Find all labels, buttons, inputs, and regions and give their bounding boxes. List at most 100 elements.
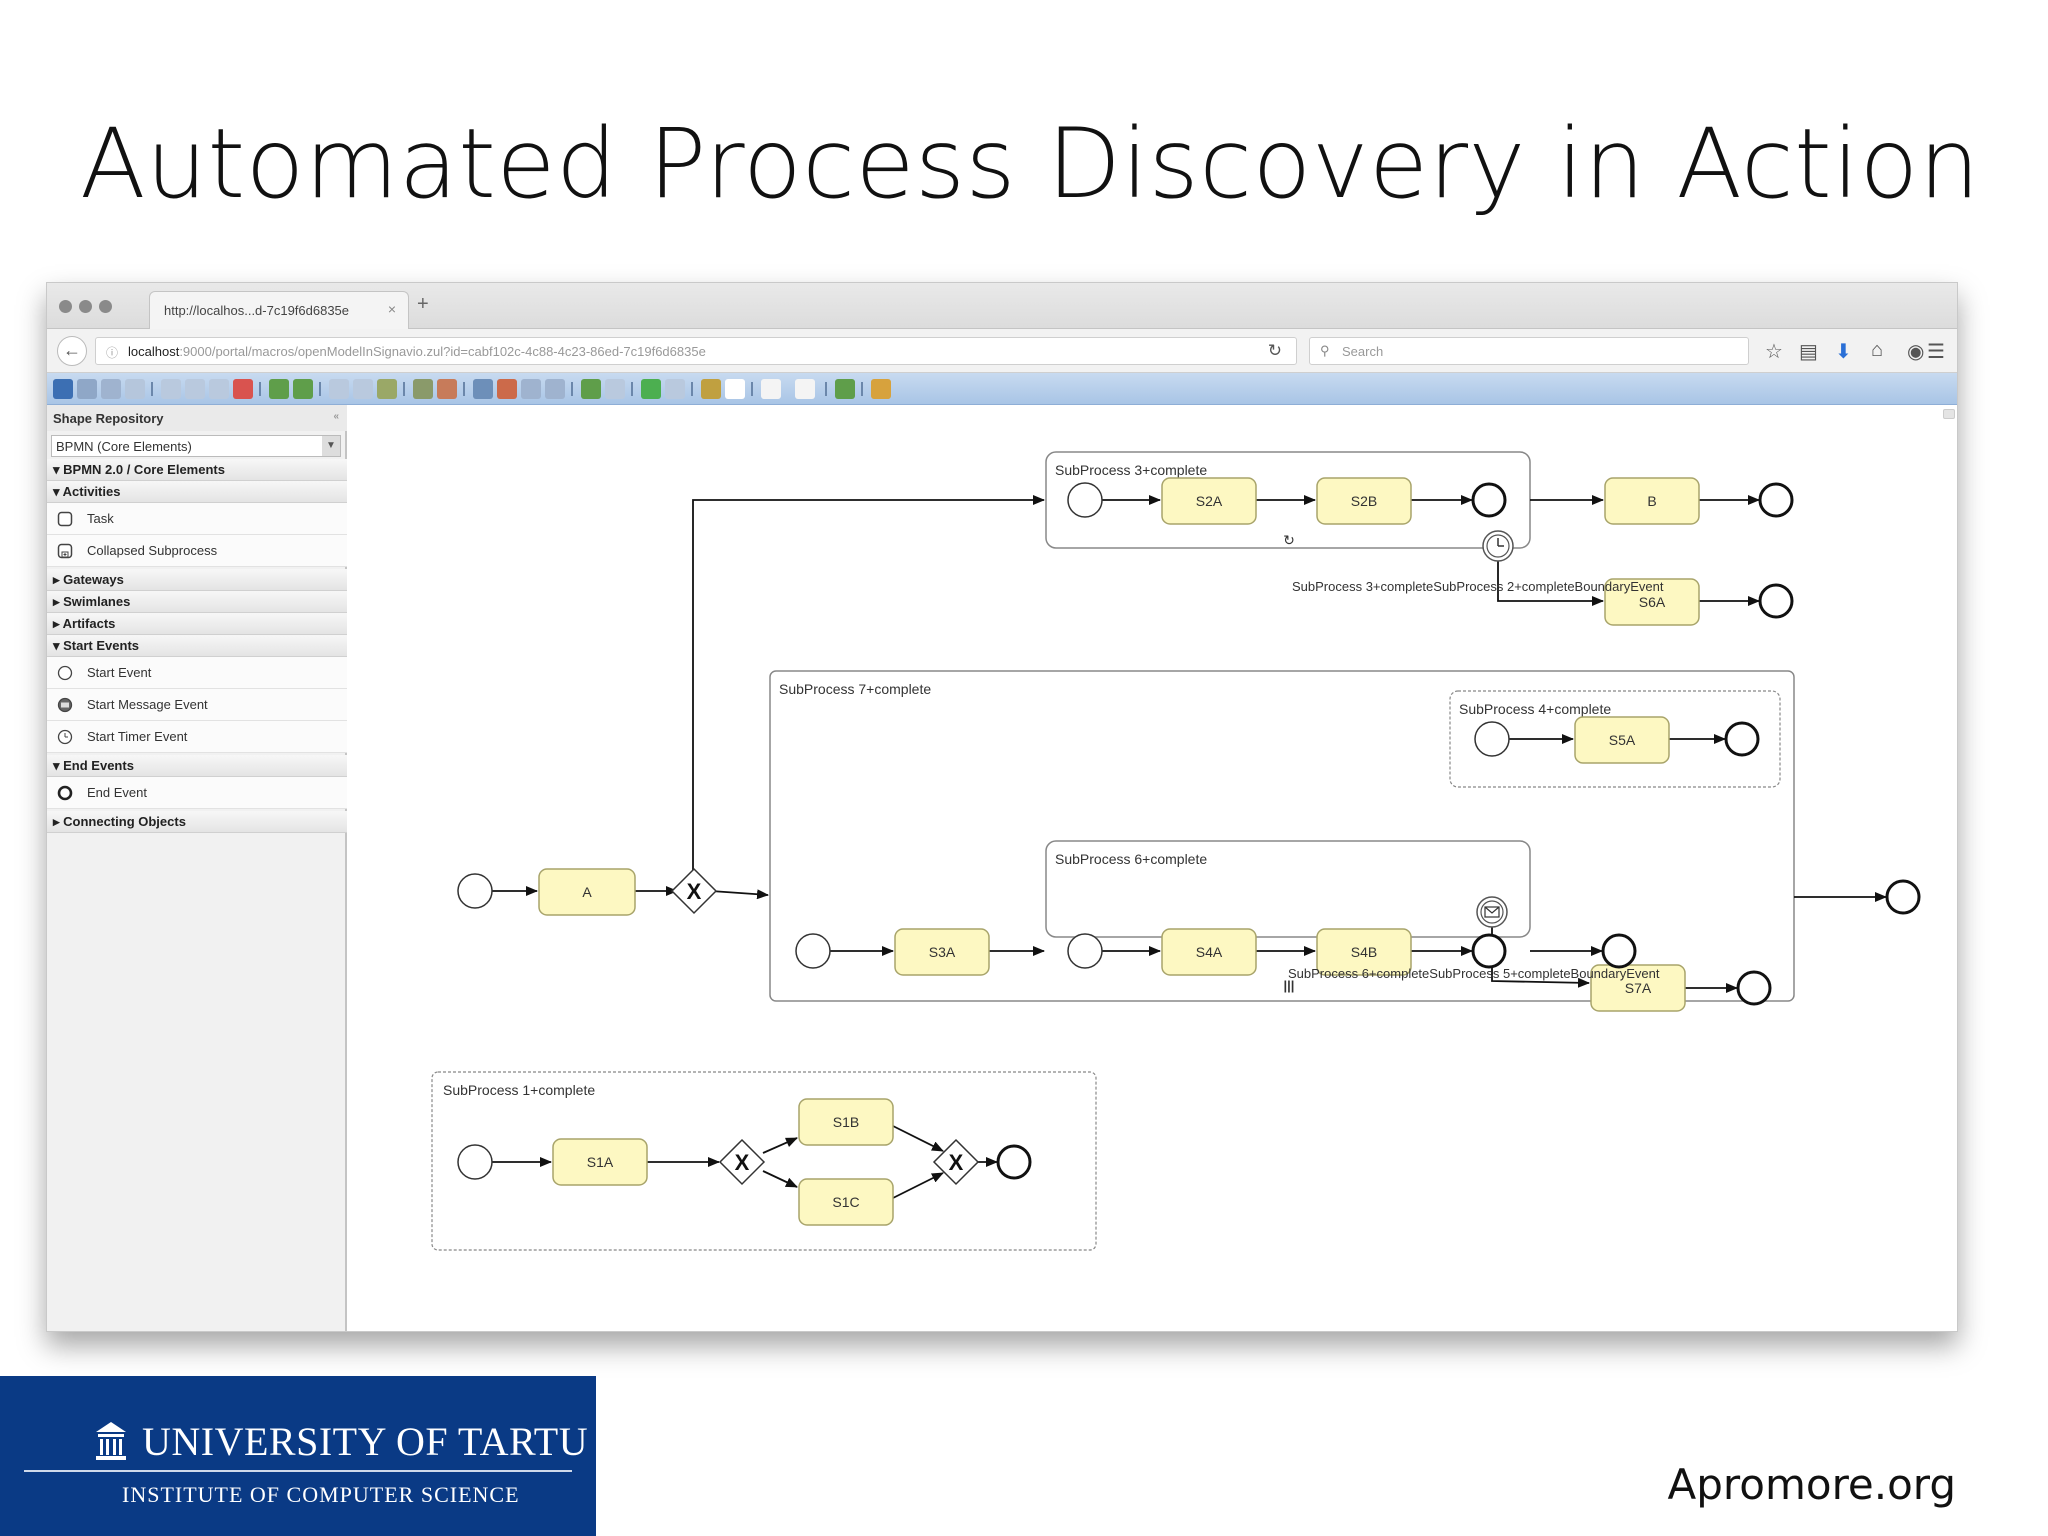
group-start-events[interactable]: ▾ Start Events: [47, 635, 347, 657]
window-zoom-dot[interactable]: [99, 300, 112, 313]
subprocess-6-box[interactable]: [1045, 840, 1531, 938]
search-input[interactable]: ⚲ Search: [1309, 337, 1749, 365]
reading-list-icon[interactable]: ▤: [1799, 341, 1818, 363]
export-icon[interactable]: [125, 379, 145, 399]
group-connecting-objects[interactable]: ▸ Connecting Objects: [47, 811, 347, 833]
download-icon[interactable]: ⬇: [1835, 341, 1852, 363]
task-S7A[interactable]: S7A: [1590, 964, 1686, 1012]
zoom-fit-icon[interactable]: [521, 379, 541, 399]
copy-icon[interactable]: [185, 379, 205, 399]
task-S1B[interactable]: S1B: [798, 1098, 894, 1146]
settings-icon[interactable]: [665, 379, 685, 399]
group-end-events[interactable]: ▾ End Events: [47, 755, 347, 777]
layout-icon[interactable]: [605, 379, 625, 399]
end-event[interactable]: [1724, 721, 1760, 757]
chevron-down-icon[interactable]: ▼: [322, 436, 340, 456]
xor-gateway[interactable]: X: [670, 867, 718, 915]
menu-icon[interactable]: ☰: [1927, 341, 1945, 363]
group-artifacts[interactable]: ▸ Artifacts: [47, 613, 347, 635]
start-event[interactable]: [1067, 482, 1103, 518]
home-icon[interactable]: ⌂: [1871, 339, 1884, 361]
start-event[interactable]: [457, 1144, 493, 1180]
puzzle-icon[interactable]: [835, 379, 855, 399]
start-event[interactable]: [1067, 933, 1103, 969]
task-S4B[interactable]: S4B: [1316, 928, 1412, 976]
shape-task[interactable]: Task: [47, 503, 347, 535]
shape-collapsed-subprocess[interactable]: Collapsed Subprocess: [47, 535, 347, 567]
shape-start-message-event[interactable]: Start Message Event: [47, 689, 347, 721]
group-bpmn-core[interactable]: ▾ BPMN 2.0 / Core Elements: [47, 459, 347, 481]
save-as-icon[interactable]: [77, 379, 97, 399]
info-icon[interactable]: ⓘ: [106, 346, 119, 360]
shape-end-event[interactable]: End Event: [47, 777, 347, 809]
edit-icon[interactable]: [871, 379, 891, 399]
start-event[interactable]: [795, 933, 831, 969]
end-event[interactable]: [1471, 482, 1507, 518]
document-icon[interactable]: [761, 379, 781, 399]
back-arrow-icon[interactable]: ←: [57, 336, 87, 366]
zoom-reset-icon[interactable]: [545, 379, 565, 399]
shape-start-event[interactable]: Start Event: [47, 657, 347, 689]
group-activities[interactable]: ▾ Activities: [47, 481, 347, 503]
task-A[interactable]: A: [538, 868, 636, 916]
cut-icon[interactable]: [161, 379, 181, 399]
task-S3A[interactable]: S3A: [894, 928, 990, 976]
task-B[interactable]: B: [1604, 477, 1700, 525]
window-minimize-dot[interactable]: [79, 300, 92, 313]
task-S6A[interactable]: S6A: [1604, 578, 1700, 626]
group-icon[interactable]: [377, 379, 397, 399]
end-event[interactable]: [1885, 879, 1921, 915]
bookmark-star-icon[interactable]: ☆: [1765, 341, 1783, 363]
end-event[interactable]: [1736, 970, 1772, 1006]
browser-tab[interactable]: http://localhos...d-7c19f6d6835e ×: [149, 291, 409, 329]
task-A-label: A: [582, 884, 592, 900]
zoom-in-icon[interactable]: [473, 379, 493, 399]
tab-close-icon[interactable]: ×: [387, 301, 396, 317]
print-icon[interactable]: [101, 379, 121, 399]
url-field[interactable]: ⓘ localhost:9000/portal/macros/openModel…: [95, 337, 1297, 365]
collapse-panel-icon[interactable]: «: [333, 411, 339, 422]
shape-icon[interactable]: [413, 379, 433, 399]
end-event[interactable]: [996, 1144, 1032, 1180]
task-S1A[interactable]: S1A: [552, 1138, 648, 1186]
validate-icon[interactable]: [581, 379, 601, 399]
target-icon[interactable]: [725, 379, 745, 399]
new-tab-button[interactable]: +: [417, 293, 429, 315]
undo-icon[interactable]: [269, 379, 289, 399]
task-S2A[interactable]: S2A: [1161, 477, 1257, 525]
distribute-icon[interactable]: [353, 379, 373, 399]
rainbow-icon[interactable]: [701, 379, 721, 399]
task-S4A[interactable]: S4A: [1161, 928, 1257, 976]
task-S5A[interactable]: S5A: [1574, 716, 1670, 764]
timer-boundary-event[interactable]: [1482, 530, 1514, 562]
task-S1C[interactable]: S1C: [798, 1178, 894, 1226]
message-boundary-event[interactable]: [1476, 896, 1508, 928]
end-event[interactable]: [1758, 583, 1794, 619]
start-event[interactable]: [1474, 721, 1510, 757]
canvas-scroll-handle[interactable]: [1943, 409, 1955, 419]
diagram-canvas[interactable]: SubProcess 3+complete SubProcess 7+compl…: [349, 405, 1957, 1331]
pocket-icon[interactable]: ◉: [1907, 341, 1925, 363]
task-S2B[interactable]: S2B: [1316, 477, 1412, 525]
zoom-out-icon[interactable]: [497, 379, 517, 399]
color-icon[interactable]: [437, 379, 457, 399]
end-event[interactable]: [1601, 933, 1637, 969]
xor-gateway[interactable]: X: [932, 1138, 980, 1186]
paste-icon[interactable]: [209, 379, 229, 399]
end-event[interactable]: [1758, 482, 1794, 518]
delete-icon[interactable]: [233, 379, 253, 399]
start-event[interactable]: [457, 873, 493, 909]
xor-gateway[interactable]: X: [718, 1138, 766, 1186]
group-swimlanes[interactable]: ▸ Swimlanes: [47, 591, 347, 613]
align-icon[interactable]: [329, 379, 349, 399]
group-gateways[interactable]: ▸ Gateways: [47, 569, 347, 591]
reload-icon[interactable]: ↻: [1267, 341, 1282, 360]
shape-start-timer-event[interactable]: Start Timer Event: [47, 721, 347, 753]
save-icon[interactable]: [53, 379, 73, 399]
end-event[interactable]: [1471, 933, 1507, 969]
redo-icon[interactable]: [293, 379, 313, 399]
simulate-icon[interactable]: [641, 379, 661, 399]
stencil-set-select[interactable]: BPMN (Core Elements) ▼: [51, 435, 341, 457]
document-dropdown-icon[interactable]: [795, 379, 815, 399]
window-close-dot[interactable]: [59, 300, 72, 313]
